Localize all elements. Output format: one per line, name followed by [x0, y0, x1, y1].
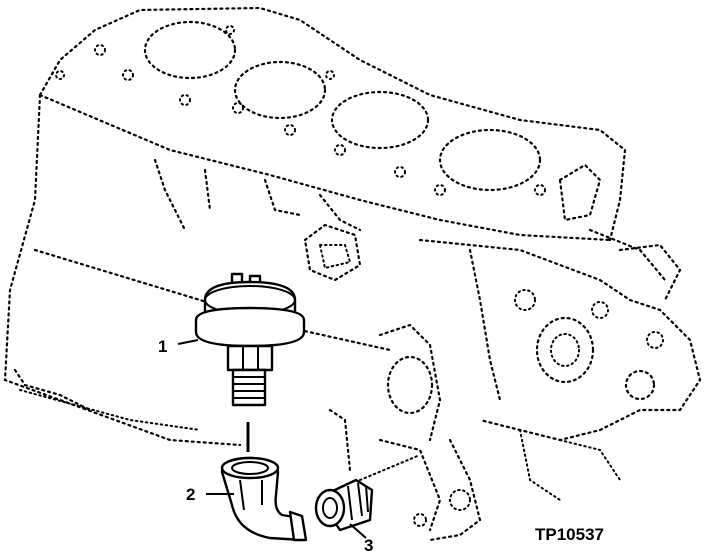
adapter-fitting: [314, 478, 374, 532]
callout-3-label: 3: [364, 536, 373, 552]
callout-1-label: 1: [158, 337, 167, 356]
callout-2-label: 2: [186, 485, 195, 504]
elbow-fitting: [220, 456, 308, 542]
callout-3-leader: [349, 523, 367, 539]
figure-id: TP10537: [535, 525, 604, 544]
oil-pressure-sender: [194, 272, 306, 407]
engine-block: [3, 6, 702, 542]
callout-1-leader: [177, 339, 199, 345]
